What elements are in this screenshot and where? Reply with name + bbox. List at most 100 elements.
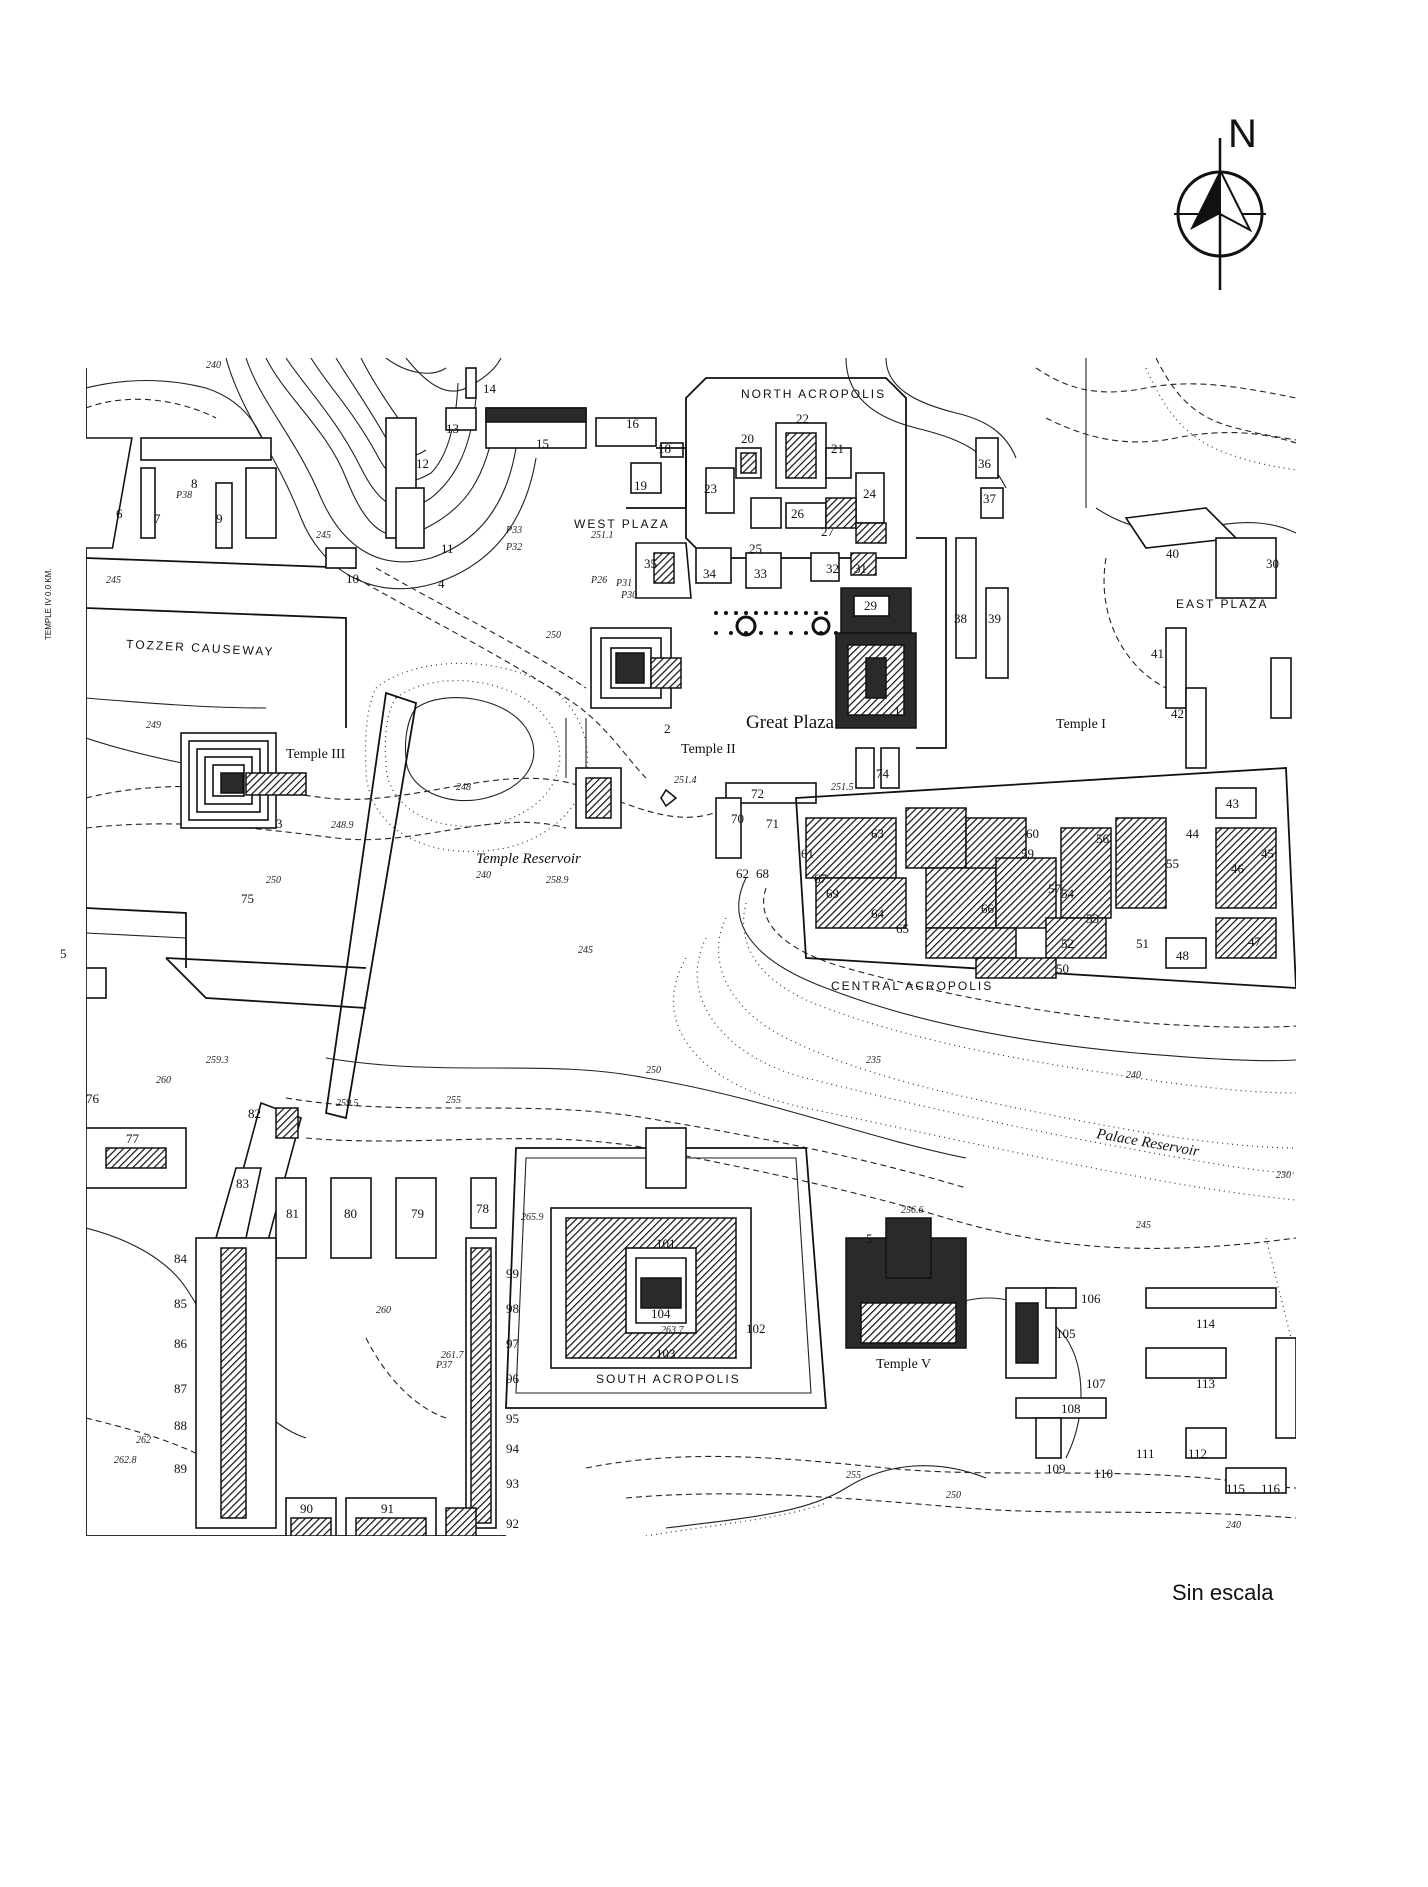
svg-text:8: 8 — [191, 476, 198, 491]
structure-38 — [955, 537, 977, 659]
svg-text:230: 230 — [1276, 1170, 1291, 1181]
svg-text:105: 105 — [1056, 1326, 1076, 1341]
svg-text:15: 15 — [536, 436, 549, 451]
svg-text:48: 48 — [1176, 948, 1189, 963]
south-acropolis-stair — [645, 1127, 687, 1189]
svg-text:33: 33 — [754, 566, 767, 581]
svg-text:20: 20 — [741, 431, 754, 446]
svg-text:92: 92 — [506, 1516, 519, 1531]
svg-text:78: 78 — [476, 1201, 489, 1216]
svg-text:25: 25 — [749, 541, 762, 556]
svg-text:260: 260 — [156, 1075, 171, 1086]
structure-13 — [445, 407, 477, 431]
svg-text:103: 103 — [656, 1346, 676, 1361]
svg-text:258.9: 258.9 — [546, 875, 569, 886]
svg-text:44: 44 — [1186, 826, 1200, 841]
svg-text:250: 250 — [946, 1490, 961, 1501]
svg-text:250: 250 — [266, 875, 281, 886]
north-label: N — [1228, 112, 1257, 156]
svg-text:96: 96 — [506, 1371, 520, 1386]
svg-text:114: 114 — [1196, 1316, 1216, 1331]
svg-text:13: 13 — [446, 421, 459, 436]
svg-text:32: 32 — [826, 561, 839, 576]
structure-81 — [275, 1177, 307, 1259]
svg-text:240: 240 — [206, 360, 221, 371]
structure-60 — [905, 807, 967, 869]
structure-113 — [1145, 1347, 1227, 1379]
svg-text:261.7: 261.7 — [441, 1350, 465, 1361]
svg-text:262.8: 262.8 — [114, 1455, 137, 1466]
svg-text:256.6: 256.6 — [901, 1205, 924, 1216]
svg-text:251.4: 251.4 — [674, 775, 697, 786]
structure-9b — [245, 467, 277, 539]
scale-note: Sin escala — [1172, 1580, 1274, 1605]
temple-3 — [180, 732, 307, 829]
svg-text:30: 30 — [1266, 556, 1279, 571]
svg-text:245: 245 — [1136, 1220, 1151, 1231]
north-arrow-icon — [1174, 138, 1266, 290]
structure-31 — [850, 552, 877, 576]
altar-circle-2 — [811, 616, 831, 636]
svg-text:53: 53 — [1086, 911, 1099, 926]
svg-text:106: 106 — [1081, 1291, 1101, 1306]
svg-text:46: 46 — [1231, 861, 1245, 876]
svg-text:9: 9 — [216, 511, 223, 526]
svg-text:5: 5 — [866, 1231, 873, 1246]
svg-text:265.9: 265.9 — [521, 1212, 544, 1223]
svg-text:110: 110 — [1094, 1466, 1113, 1481]
structure-41 — [1165, 627, 1187, 709]
svg-text:29: 29 — [864, 598, 877, 613]
svg-text:54: 54 — [1061, 886, 1075, 901]
svg-text:99: 99 — [506, 1266, 519, 1281]
altar-circle — [735, 615, 757, 637]
svg-text:74: 74 — [876, 766, 890, 781]
svg-text:61: 61 — [801, 846, 814, 861]
svg-text:P37: P37 — [435, 1360, 453, 1371]
svg-text:255: 255 — [446, 1095, 461, 1106]
svg-text:255: 255 — [846, 1470, 861, 1481]
svg-text:259.5: 259.5 — [336, 1098, 359, 1109]
tikal-site-map: NORTH ACROPOLIS WEST PLAZA EAST PLAZA Gr… — [86, 358, 1296, 1536]
svg-text:90: 90 — [300, 1501, 313, 1516]
structure-74b — [880, 747, 900, 789]
structure-78 — [470, 1177, 497, 1229]
contours-northeast — [845, 358, 1296, 689]
structure-24 — [855, 472, 885, 524]
svg-text:4: 4 — [438, 576, 445, 591]
structure-32 — [810, 552, 840, 582]
svg-text:42: 42 — [1171, 706, 1184, 721]
svg-text:22: 22 — [796, 411, 809, 426]
svg-text:89: 89 — [174, 1461, 187, 1476]
label-temple-reservoir: Temple Reservoir — [476, 851, 581, 867]
structure-19 — [630, 462, 662, 494]
structure-31e — [1270, 657, 1292, 719]
svg-text:88: 88 — [174, 1418, 187, 1433]
svg-text:14: 14 — [483, 381, 497, 396]
structure-9 — [215, 482, 233, 549]
svg-text:66: 66 — [981, 901, 995, 916]
svg-text:97: 97 — [506, 1336, 520, 1351]
svg-text:45: 45 — [1261, 846, 1274, 861]
svg-text:83: 83 — [236, 1176, 249, 1191]
label-palace-reservoir: Palace Reservoir — [1094, 1126, 1200, 1160]
svg-text:250: 250 — [546, 630, 561, 641]
svg-text:39: 39 — [988, 611, 1001, 626]
svg-text:27: 27 — [821, 524, 835, 539]
svg-text:12: 12 — [416, 456, 429, 471]
svg-text:251.1: 251.1 — [591, 530, 614, 541]
svg-text:259.3: 259.3 — [206, 1055, 229, 1066]
structure-8 — [140, 437, 272, 461]
svg-text:95: 95 — [506, 1411, 519, 1426]
svg-text:240: 240 — [476, 870, 491, 881]
svg-text:104: 104 — [651, 1306, 671, 1321]
structure-45 — [1215, 827, 1277, 909]
svg-text:65: 65 — [896, 921, 909, 936]
svg-text:86: 86 — [174, 1336, 188, 1351]
temple-2-stair — [650, 657, 682, 689]
temple-5 — [845, 1217, 967, 1349]
label-temple-3: Temple III — [286, 747, 346, 762]
structure-27 — [825, 497, 857, 529]
south-acropolis — [505, 1127, 827, 1409]
svg-text:235: 235 — [866, 1055, 881, 1066]
svg-text:18: 18 — [658, 441, 671, 456]
